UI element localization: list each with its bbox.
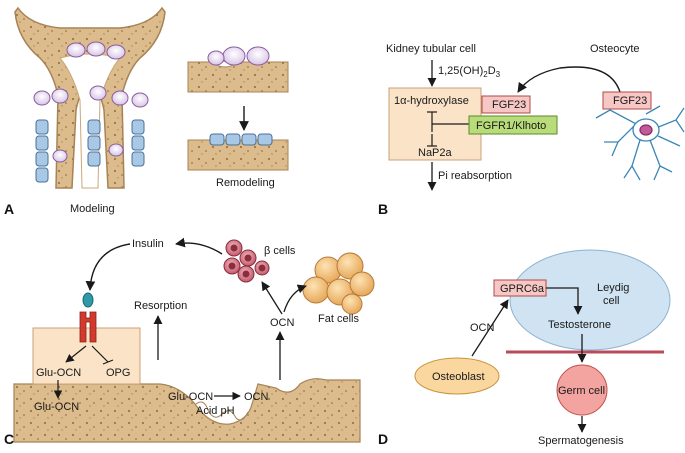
beta-to-insulin-arrow — [175, 237, 223, 255]
fgfr-label: FGFR1/Klhoto — [476, 120, 546, 132]
ocn-to-fat-arrow — [283, 284, 307, 313]
osteoblast-cell-box — [32, 327, 141, 385]
ocn-to-beta-arrow — [261, 281, 283, 315]
beta-cells — [223, 239, 270, 283]
fgfr-box — [468, 115, 558, 135]
osteoblast-label: Osteoblast — [432, 371, 485, 383]
acid-ph-label: Acid pH — [196, 405, 235, 417]
opg-label: OPG — [106, 367, 130, 379]
germ-cell-label: Germ cell — [558, 385, 605, 397]
remodeling-top — [187, 46, 289, 93]
insulin-arrow — [85, 243, 131, 291]
kidney-cell-label: Kidney tubular cell — [386, 43, 476, 55]
fgf23-outer-box — [602, 91, 652, 110]
leydig-label-2: cell — [603, 295, 620, 307]
osteoblast-cell — [414, 357, 500, 395]
panel-d: Leydig cell GPRC6a Testosterone Germ cel… — [378, 249, 671, 447]
panel-c-letter: C — [4, 431, 14, 447]
ocn-mid-label: OCN — [270, 317, 295, 329]
vitd-label: 1,25(OH)2D3 — [438, 65, 501, 79]
fgf23-outer-label: FGF23 — [613, 95, 647, 107]
osteoblast-to-gprc6a-arrow — [471, 299, 509, 357]
remodeling-label: Remodeling — [216, 177, 275, 189]
napi-label: NaP2a — [418, 147, 453, 159]
glu-ocn-box-label: Glu-OCN — [36, 367, 81, 379]
beta-cells-label: β cells — [264, 245, 296, 257]
insulin-receptor — [79, 292, 97, 343]
pi-label: Pi reabsorption — [438, 170, 512, 182]
bone-modeling-shape — [14, 6, 166, 189]
remodeling-bottom — [187, 133, 289, 171]
bone-c — [13, 378, 361, 443]
modeling-osteoblasts — [35, 119, 145, 183]
testosterone-label: Testosterone — [548, 319, 611, 331]
insulin-label: Insulin — [132, 238, 164, 250]
ocn-d-label: OCN — [470, 322, 495, 334]
modeling-label: Modeling — [70, 203, 115, 215]
spermatogenesis-label: Spermatogenesis — [538, 435, 624, 447]
panel-a: Remodeling Modeling A — [4, 6, 289, 217]
glu-ocn-pit-label: Glu-OCN — [168, 391, 213, 403]
gprc6a-label: GPRC6a — [500, 283, 545, 295]
fat-cells — [302, 252, 375, 315]
osteocyte-label: Osteocyte — [590, 43, 640, 55]
germ-cell — [556, 364, 608, 416]
fgf23-inner-label: FGF23 — [492, 99, 526, 111]
fat-cells-label: Fat cells — [318, 313, 359, 325]
fgf23-inner-box — [481, 95, 531, 114]
leydig-cell — [509, 249, 671, 351]
glu-ocn-low-label: Glu-OCN — [34, 401, 79, 413]
panel-a-letter: A — [4, 201, 14, 217]
panel-b-letter: B — [378, 201, 388, 217]
resorption-label: Resorption — [134, 300, 187, 312]
gprc6a-to-testosterone-arrow — [546, 287, 583, 315]
panel-c: Insulin β cells Fat cells O — [4, 237, 375, 447]
osteocyte-cell — [595, 97, 685, 181]
leydig-label: Leydig — [597, 282, 629, 294]
hydroxylase-label: 1α-hydroxylase — [394, 95, 469, 107]
panel-b: Kidney tubular cell Osteocyte 1,25(OH)2D… — [378, 43, 685, 217]
modeling-cells — [33, 41, 149, 108]
fgf23-curve-arrow — [517, 66, 621, 93]
ocn-pit-label: OCN — [244, 391, 269, 403]
panel-d-letter: D — [378, 431, 388, 447]
